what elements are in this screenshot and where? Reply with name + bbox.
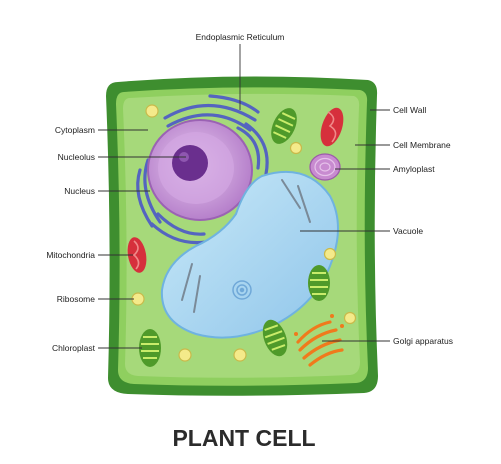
label-cell-wall: Cell Wall [393,105,426,115]
label-cytoplasm: Cytoplasm [55,125,95,135]
label-vacuole: Vacuole [393,226,423,236]
diagram-title: PLANT CELL [172,425,315,451]
mitochondrion-top-right [320,107,344,147]
label-endoplasmic-reticulum: Endoplasmic Reticulum [196,32,285,42]
chloroplast-right [308,265,330,301]
label-chloroplast: Chloroplast [52,343,96,353]
ribosomes [131,104,357,362]
label-cell-membrane: Cell Membrane [393,140,451,150]
nucleolus-shape [172,145,208,181]
vacuole-shape [160,170,339,339]
mitochondrion-left [127,237,147,273]
vacuole-crystals [181,179,311,313]
chloroplast-bottom-left [139,329,161,367]
label-amyloplast: Amyloplast [393,164,435,174]
amyloplast-shape [309,153,341,181]
label-golgi-apparatus: Golgi apparatus [393,336,453,346]
leader-lines [98,44,390,349]
label-mitochondria: Mitochondria [46,250,95,260]
vacuole-swirl [232,280,252,300]
chloroplast-bottom-right [262,319,288,357]
chloroplast-top [271,108,297,144]
label-nucleolus: Nucleolus [58,152,95,162]
label-ribosome: Ribosome [57,294,96,304]
endoplasmic-reticulum-shape [136,94,269,245]
label-nucleus: Nucleus [64,186,95,196]
